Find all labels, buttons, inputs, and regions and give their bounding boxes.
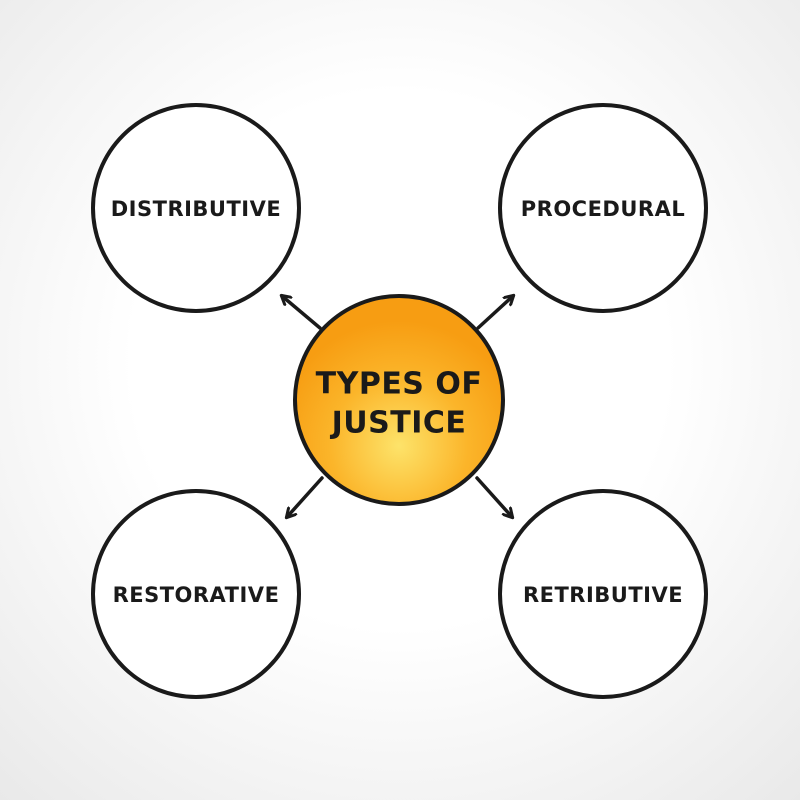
node-distributive-circle [91,103,301,313]
center-title-line2: JUSTICE [330,406,467,441]
node-distributive: DISTRIBUTIVE [91,103,301,313]
node-restorative-label: RESTORATIVE [113,583,280,607]
center-title-line1: TYPES OF [316,367,483,402]
node-procedural: PROCEDURAL [498,103,708,313]
node-retributive-label: RETRIBUTIVE [523,583,683,607]
node-distributive-label: DISTRIBUTIVE [111,197,281,221]
center-circle [293,294,505,506]
node-retributive-circle [498,489,708,699]
arrow-to-retributive [475,476,512,517]
node-restorative-circle [91,489,301,699]
arrow-to-distributive [282,296,322,330]
arrow-to-restorative [287,476,324,517]
center-node: TYPES OF JUSTICE [293,294,505,506]
node-procedural-label: PROCEDURAL [521,197,685,221]
node-retributive: RETRIBUTIVE [498,489,708,699]
node-restorative: RESTORATIVE [91,489,301,699]
arrow-to-procedural [476,296,513,330]
node-procedural-circle [498,103,708,313]
